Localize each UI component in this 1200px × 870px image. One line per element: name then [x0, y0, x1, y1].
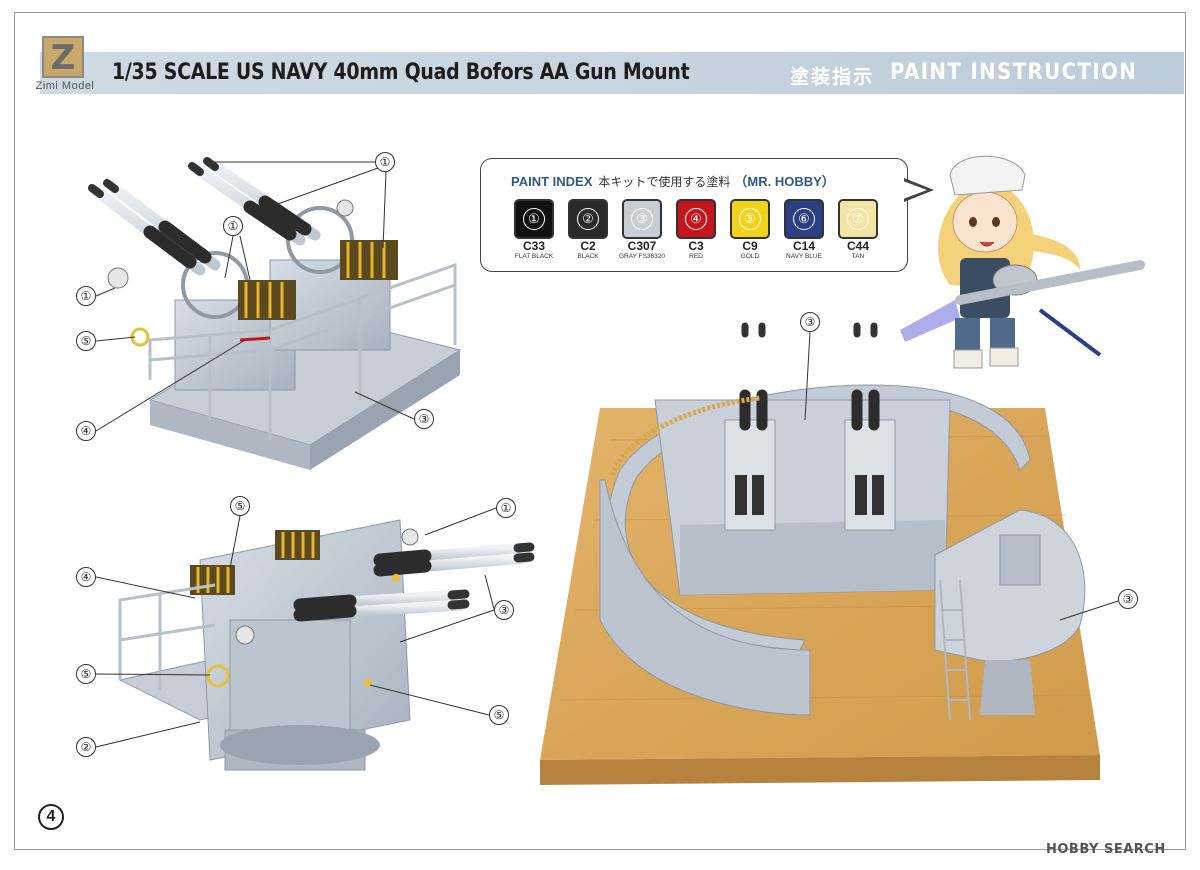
paint-index-brand: （MR. HOBBY） — [734, 174, 835, 189]
bubble-tail-inner — [903, 181, 927, 199]
swatch-chip: ③ — [622, 199, 662, 239]
swatch-chip: ⑦ — [838, 199, 878, 239]
header-band — [40, 52, 1184, 94]
swatch-chip: ④ — [676, 199, 716, 239]
callout-label: ③ — [494, 600, 514, 620]
swatch-code: C307 — [627, 239, 657, 253]
callout-label: ④ — [76, 421, 96, 441]
swatch-number: ① — [523, 208, 545, 230]
callout-label: ① — [496, 498, 516, 518]
swatch-number: ⑥ — [793, 208, 815, 230]
swatch-name: GRAY FS36320 — [618, 253, 665, 260]
swatch-code: C9 — [742, 239, 758, 253]
watermark: HOBBY SEARCH — [1046, 842, 1166, 857]
page-title: 1/35 SCALE US NAVY 40mm Quad Bofors AA G… — [112, 60, 690, 85]
callout-label: ④ — [76, 567, 96, 587]
swatch-number: ④ — [685, 208, 707, 230]
swatch-item: ⑦ C44 TAN — [833, 199, 883, 261]
callout-label: ⑤ — [76, 664, 96, 684]
swatch-item: ⑤ C9 GOLD — [725, 199, 775, 261]
swatch-chip: ② — [568, 199, 608, 239]
logo-mark: Z — [50, 38, 76, 78]
swatch-name: NAVY BLUE — [786, 253, 822, 260]
swatch-number: ③ — [631, 208, 653, 230]
swatch-code: C33 — [522, 239, 545, 253]
diorama-illustration — [540, 322, 1100, 785]
swatch-chip: ① — [514, 199, 554, 239]
swatch-name: BLACK — [577, 253, 599, 260]
swatch-chip: ⑤ — [730, 199, 770, 239]
callout-label: ① — [223, 216, 243, 236]
callout-label: ⑤ — [76, 331, 96, 351]
paint-index-heading: PAINT INDEX 本キットで使用する塗料（MR. HOBBY） — [511, 171, 835, 190]
swatch-item: ② C2 BLACK — [563, 199, 613, 261]
callout-label: ⑤ — [489, 705, 509, 725]
swatch-item: ⑥ C14 NAVY BLUE — [779, 199, 829, 261]
paint-index-panel: PAINT INDEX 本キットで使用する塗料（MR. HOBBY） ① C33 … — [480, 158, 908, 272]
section-title-en: PAINT INSTRUCTION — [890, 60, 1138, 85]
callout-label: ③ — [800, 312, 820, 332]
swatch-chip: ⑥ — [784, 199, 824, 239]
swatch-number: ⑦ — [847, 208, 869, 230]
swatch-item: ③ C307 GRAY FS36320 — [617, 199, 667, 261]
swatch-name: FLAT BLACK — [514, 253, 554, 260]
callout-label: ⑤ — [230, 496, 250, 516]
swatch-number: ② — [577, 208, 599, 230]
paint-index-subtitle: 本キットで使用する塗料 — [598, 175, 731, 189]
swatch-item: ① C33 FLAT BLACK — [509, 199, 559, 261]
swatch-name: RED — [689, 253, 703, 260]
swatch-item: ④ C3 RED — [671, 199, 721, 261]
mascot-illustration — [900, 155, 1145, 369]
swatch-code: C2 — [580, 239, 596, 253]
page-number: 4 — [38, 804, 64, 830]
callout-label: ③ — [414, 409, 434, 429]
swatch-code: C44 — [846, 239, 869, 253]
section-title-jp: 塗装指示 — [790, 67, 875, 88]
callout-label: ③ — [1118, 589, 1138, 609]
callout-label: ① — [375, 152, 395, 172]
swatch-code: C3 — [688, 239, 704, 253]
paint-index-title: PAINT INDEX — [511, 174, 593, 189]
color-swatch-list: ① C33 FLAT BLACK ② C2 BLACK ③ C307 GRAY … — [509, 199, 889, 269]
logo-text: Zimi Model — [35, 80, 95, 92]
brand-logo: Z Zimi Model — [34, 36, 96, 102]
logo-box — [42, 36, 84, 78]
callout-label: ② — [76, 737, 96, 757]
swatch-number: ⑤ — [739, 208, 761, 230]
page-frame — [14, 12, 1186, 850]
swatch-name: GOLD — [740, 253, 760, 260]
swatch-name: TAN — [851, 253, 865, 260]
swatch-code: C14 — [792, 239, 815, 253]
callout-label: ① — [76, 286, 96, 306]
top-gun-illustration — [88, 157, 462, 470]
